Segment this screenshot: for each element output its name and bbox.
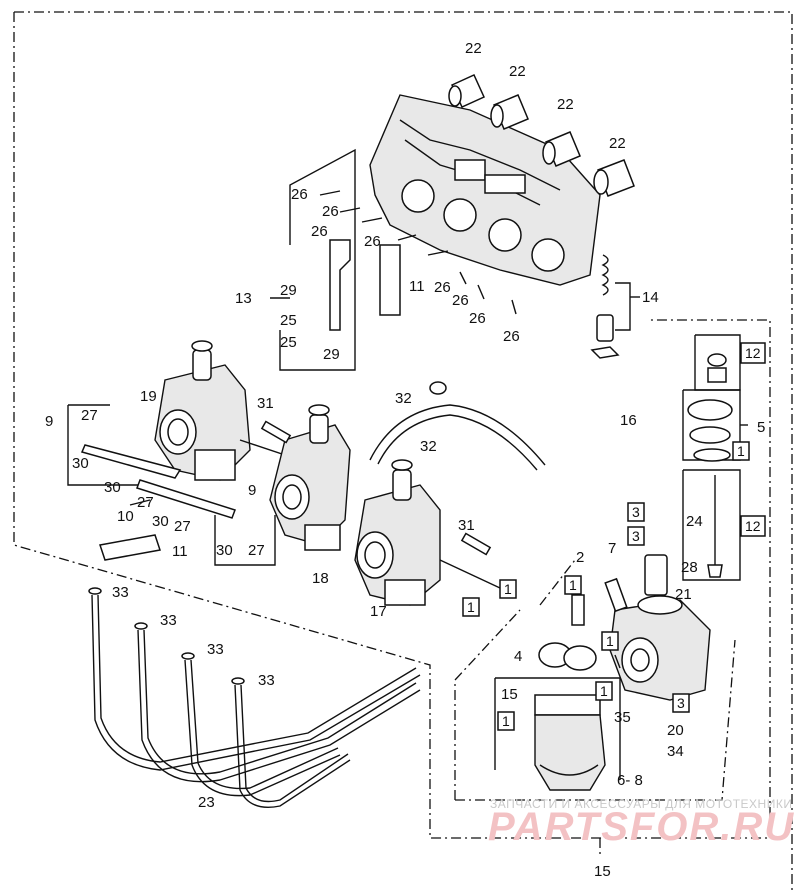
boxed-callouts: 1 1 1 1 1 1 1 3	[462, 342, 766, 731]
callout-22: 22	[465, 40, 482, 57]
callout-26: 26	[434, 279, 451, 296]
vent-tubes-23	[88, 587, 421, 808]
svg-text:1: 1	[467, 599, 475, 615]
callout-2: 2	[576, 549, 584, 566]
svg-text:12: 12	[745, 518, 761, 534]
callout-33: 33	[207, 641, 224, 658]
callout-32: 32	[395, 390, 412, 407]
rubber-cap-group	[448, 74, 635, 197]
linkage-parts	[67, 404, 492, 566]
carburetor-17	[354, 459, 501, 606]
callout-9: 9	[248, 482, 256, 499]
carburetor-19	[154, 340, 301, 481]
boxed-callout-12: 12	[740, 342, 766, 364]
callout-26: 26	[452, 292, 469, 309]
callout-31: 31	[257, 395, 274, 412]
callout-28: 28	[681, 559, 698, 576]
callout-17: 17	[370, 603, 387, 620]
carburetor-18	[269, 404, 351, 551]
callout-33: 33	[160, 612, 177, 629]
intake-holder-assembly	[270, 74, 640, 371]
boxed-callout-1: 1	[732, 441, 750, 461]
svg-text:1: 1	[504, 581, 512, 597]
callout-9: 9	[45, 413, 53, 430]
boxed-callout-1: 1	[564, 575, 582, 595]
callout-27: 27	[81, 407, 98, 424]
callout-15: 15	[594, 863, 611, 880]
watermark-tagline: ЗАПЧАСТИ И АКСЕССУАРЫ ДЛЯ МОТОТЕХНИКИ	[490, 797, 792, 811]
callout-labels: 22 22 22 22 26 26 26 26 26 26 26 26 13 2…	[45, 40, 765, 880]
svg-text:12: 12	[745, 345, 761, 361]
callout-30: 30	[104, 479, 121, 496]
boxed-callout-1: 1	[595, 681, 613, 701]
svg-text:3: 3	[632, 504, 640, 520]
callout-33: 33	[258, 672, 275, 689]
callout-7: 7	[608, 540, 616, 557]
callout-30: 30	[216, 542, 233, 559]
svg-text:1: 1	[606, 633, 614, 649]
callout-16: 16	[620, 412, 637, 429]
callout-26: 26	[503, 328, 520, 345]
boxed-callout-12: 12	[740, 515, 766, 537]
callout-19: 19	[140, 388, 157, 405]
callout-20: 20	[667, 722, 684, 739]
boxed-callout-3: 3	[627, 502, 645, 522]
svg-text:3: 3	[677, 695, 685, 711]
callout-15: 15	[501, 686, 518, 703]
callout-31: 31	[458, 517, 475, 534]
watermark-brand: PARTSFOR.RU	[488, 805, 795, 849]
callout-26: 26	[322, 203, 339, 220]
svg-text:1: 1	[737, 443, 745, 459]
callout-4: 4	[514, 648, 522, 665]
boxed-callout-1: 1	[462, 597, 480, 617]
boxed-callout-3: 3	[627, 526, 645, 546]
callout-29: 29	[280, 282, 297, 299]
callout-22: 22	[557, 96, 574, 113]
callout-35: 35	[614, 709, 631, 726]
callout-6-8: 6- 8	[617, 772, 643, 789]
callout-25: 25	[280, 312, 297, 329]
callout-11: 11	[172, 543, 188, 560]
callout-22: 22	[609, 135, 626, 152]
callout-32: 32	[420, 438, 437, 455]
callout-30: 30	[152, 513, 169, 530]
svg-text:3: 3	[632, 528, 640, 544]
callout-27: 27	[174, 518, 191, 535]
callout-5: 5	[757, 419, 765, 436]
callout-14: 14	[642, 289, 659, 306]
boxed-callout-1: 1	[497, 711, 515, 731]
boxed-callout-1: 1	[601, 631, 619, 651]
boxed-callout-3: 3	[672, 693, 690, 713]
callout-21: 21	[675, 586, 692, 603]
callout-30: 30	[72, 455, 89, 472]
callout-11: 11	[409, 278, 425, 295]
callout-26: 26	[291, 186, 308, 203]
svg-text:1: 1	[569, 577, 577, 593]
callout-10: 10	[117, 508, 134, 525]
callout-26: 26	[364, 233, 381, 250]
callout-22: 22	[509, 63, 526, 80]
svg-text:1: 1	[502, 713, 510, 729]
callout-23: 23	[198, 794, 215, 811]
callout-27: 27	[248, 542, 265, 559]
bolts-26	[319, 190, 517, 315]
carburetor-21-subassembly	[494, 334, 748, 791]
callout-26: 26	[311, 223, 328, 240]
callout-26: 26	[469, 310, 486, 327]
callout-13: 13	[235, 290, 252, 307]
callout-33: 33	[112, 584, 129, 601]
watermark: ЗАПЧАСТИ И АКСЕССУАРЫ ДЛЯ МОТОТЕХНИКИ PA…	[488, 797, 795, 849]
callout-34: 34	[667, 743, 684, 760]
svg-text:1: 1	[600, 683, 608, 699]
callout-29: 29	[323, 346, 340, 363]
boxed-callout-1: 1	[499, 579, 517, 599]
callout-18: 18	[312, 570, 329, 587]
callout-27: 27	[137, 494, 154, 511]
callout-25: 25	[280, 334, 297, 351]
fuel-tube-32	[369, 381, 546, 471]
frame-lines	[13, 11, 793, 890]
callout-24: 24	[686, 513, 703, 530]
